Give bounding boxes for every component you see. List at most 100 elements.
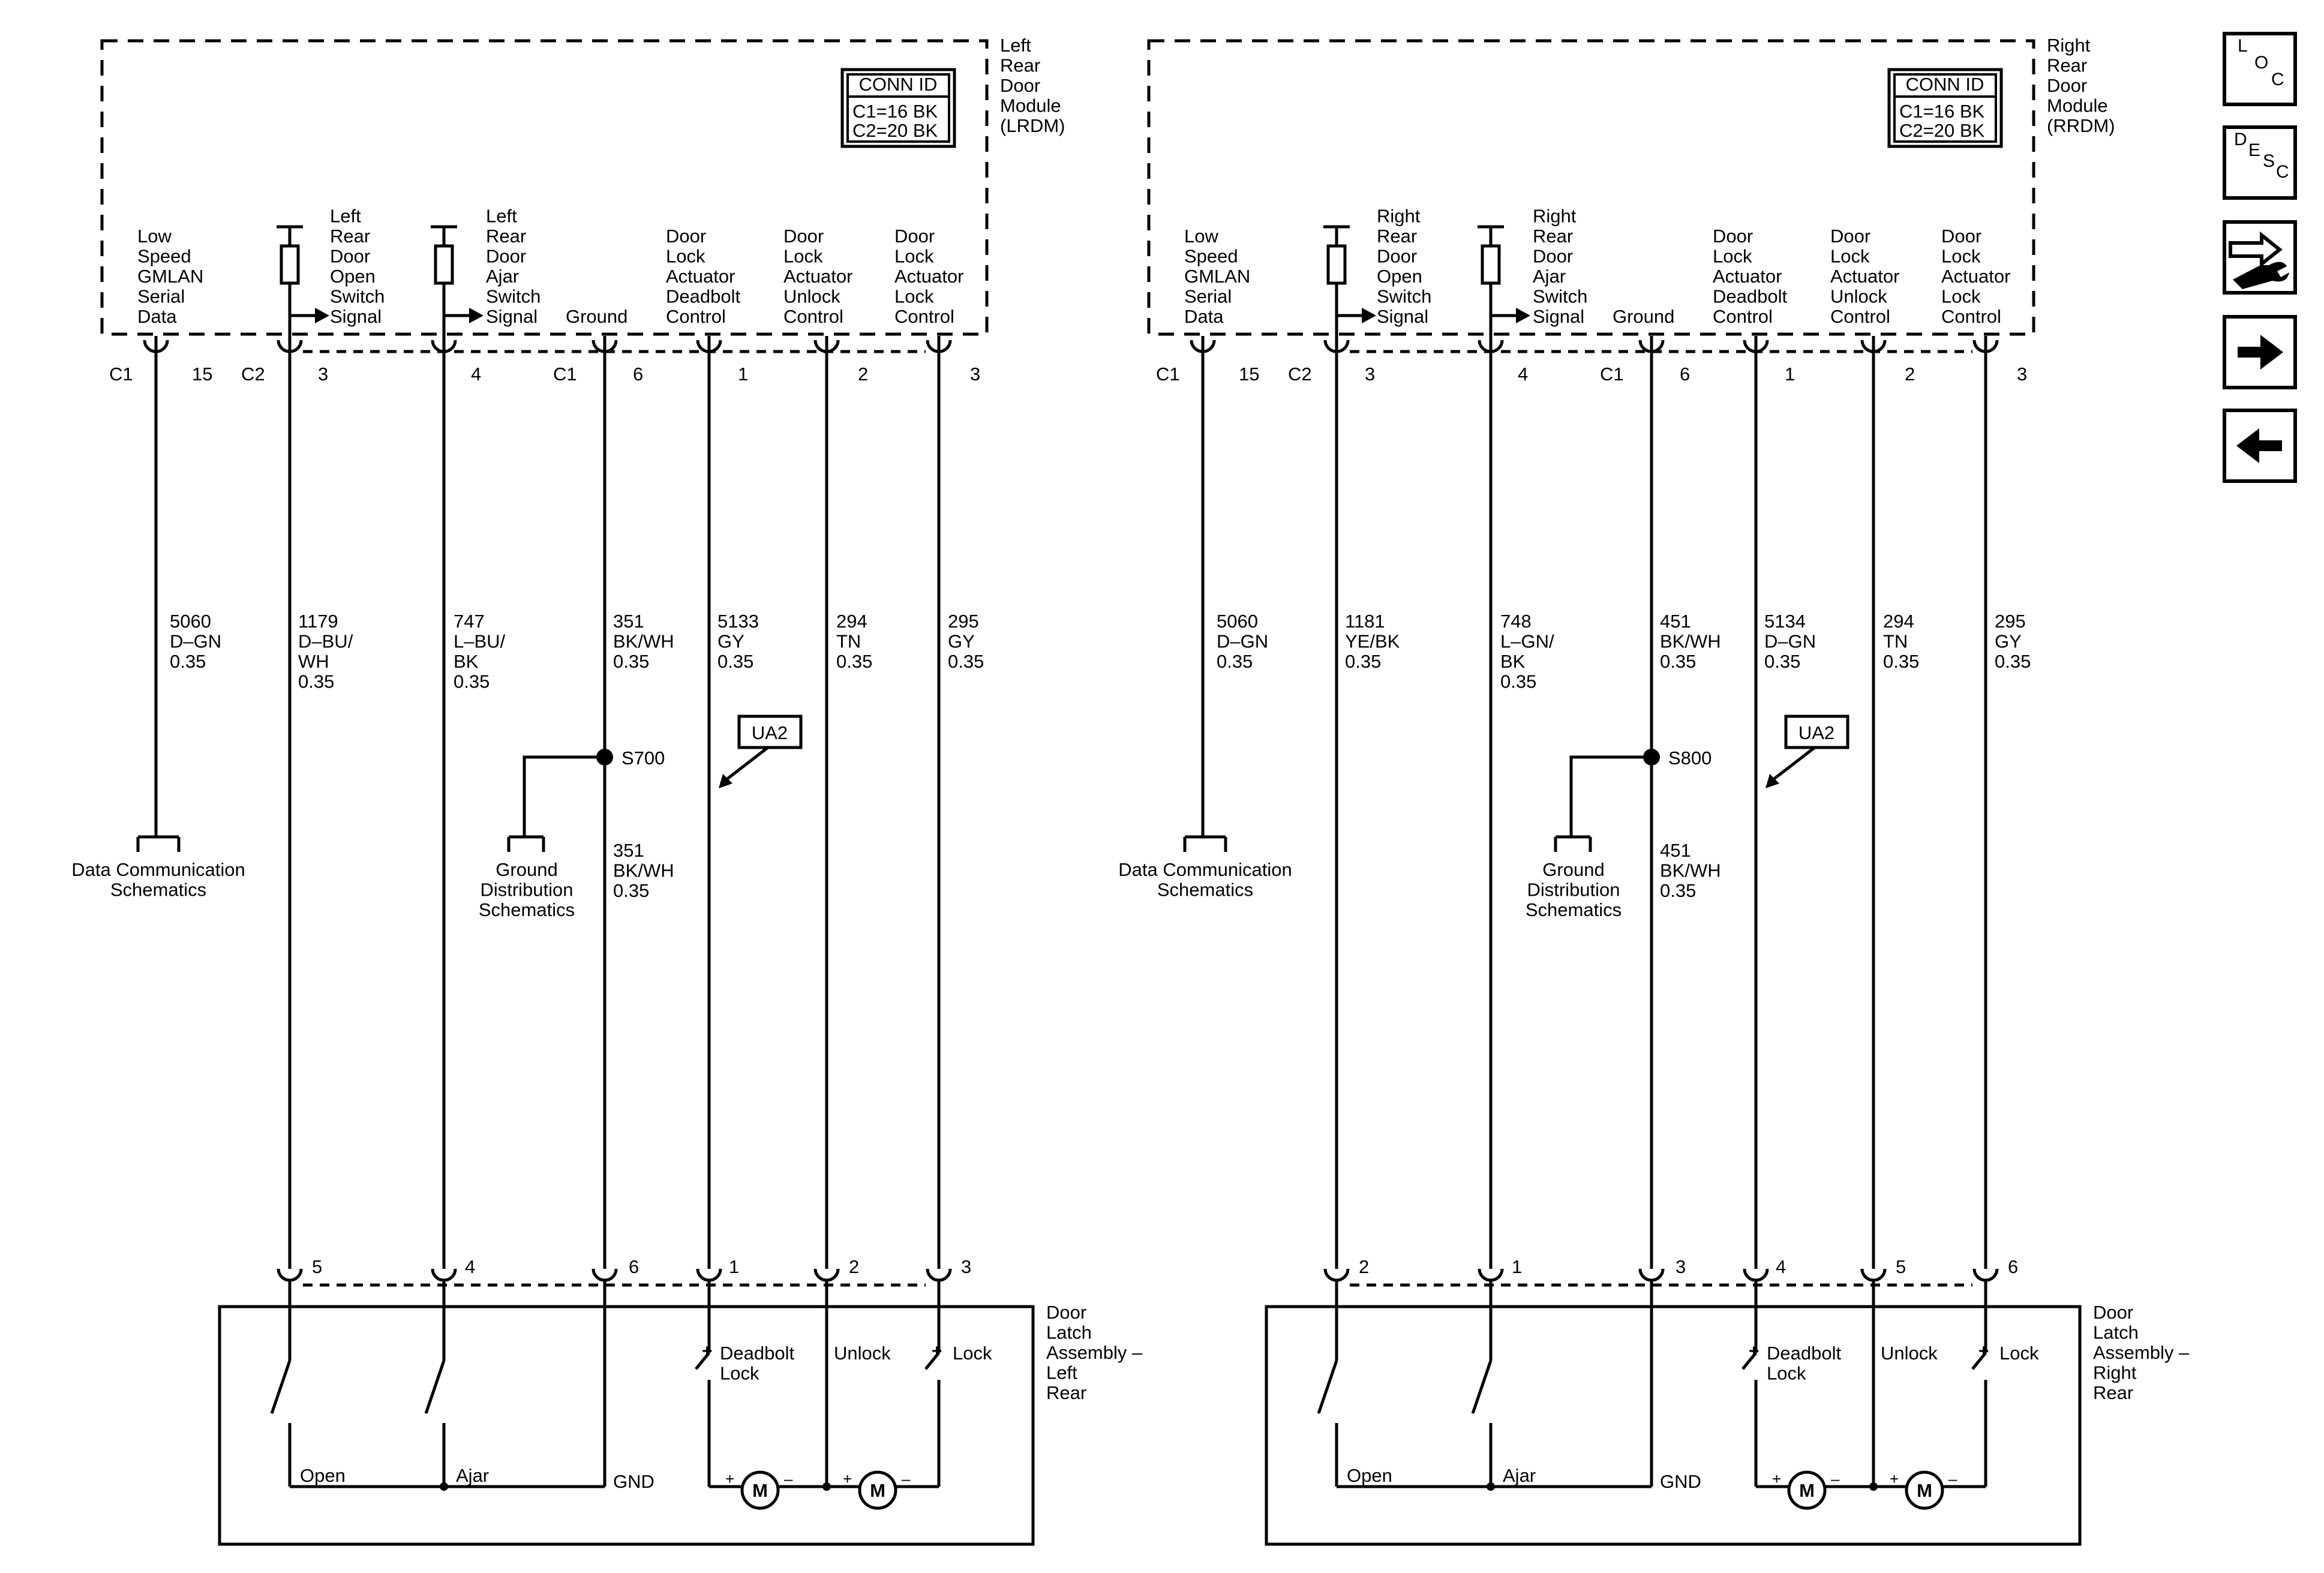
latch-connector-cavity [591,1268,618,1282]
module-label-line: (LRDM) [1000,115,1065,136]
motor-icon [740,1470,780,1510]
terminal-label-5-line: Lock [666,246,705,267]
module-label-line: Door [2047,75,2087,96]
icon-letter: O [2254,53,2268,73]
module-pin-number: 1 [1785,364,1795,385]
loc-button[interactable]: LOC [2223,32,2297,106]
wire-label-7-line: 295 [948,611,979,632]
wire-label-2-line: WH [298,651,329,672]
latch-connector-cavity [696,1268,722,1282]
latch-label-line: Door [1046,1302,1086,1323]
module-label-line: Module [2047,95,2108,116]
ground-ref-text-line: Schematics [479,899,575,920]
lock-motor: M+– [1890,1470,1957,1510]
wire-label-4-line: BK/WH [1660,631,1721,652]
ajar-signal-pullup [1478,225,1530,336]
sidebar-button-frame [2223,409,2297,483]
module-pin-number: 3 [970,364,980,385]
terminal-label-3-line: Right [1533,206,1577,227]
terminal-label-5-line: Deadbolt [666,286,740,307]
open-signal-pullup [1323,225,1376,336]
terminal-label-7-line: Actuator [894,266,963,287]
wire-label-4-line: 0.35 [613,651,649,672]
wire-label-2-line: 1179 [298,611,338,632]
terminal-label-7-line: Control [894,306,954,327]
wire-label-4-line: 351 [613,611,644,632]
terminal-label-2-line: Right [1377,206,1421,227]
next-page-button[interactable] [2223,315,2297,389]
actuator-mark: + [702,1341,713,1361]
latch-box [218,1305,1035,1546]
module-connector-id: C2 [1288,364,1312,385]
wire-label-6-line: 294 [1883,611,1914,632]
terminal-label-1-line: Speed [137,246,191,267]
latch-pin-number: 1 [1512,1256,1522,1277]
module-connector-id: C1 [553,364,577,385]
terminal-label-2-line: Open [1377,266,1422,287]
module-connector-id: C2 [241,364,265,385]
latch-pin-number: 4 [1776,1256,1786,1277]
motor-minus: – [1948,1470,1957,1488]
motor-icon [858,1470,897,1510]
latch-label-line: Right [2093,1362,2137,1383]
connector-wrench-icon [2229,231,2289,289]
latch-label-line: Latch [1046,1322,1092,1343]
terminal-label-6-line: Unlock [783,286,840,307]
terminal-label-3-line: Switch [1533,286,1587,307]
resistor-icon [1326,244,1347,285]
open-switch-label: Open [1347,1465,1392,1486]
actuator-mark: + [1749,1341,1759,1361]
motor-label: M [1799,1480,1815,1501]
terminal-label-3-line: Door [1533,246,1573,267]
wire-label-2-line: 0.35 [1345,651,1381,672]
module-pin-number: 15 [192,364,212,385]
loc-icon: LOC [2238,36,2284,89]
latch-connector-cavity [431,1268,457,1282]
terminal-label-5-line: Lock [1713,246,1752,267]
connector-tool-button[interactable] [2223,220,2297,295]
splice-wire-label-line: 0.35 [613,880,649,901]
prev-page-button[interactable] [2223,409,2297,483]
terminal-label-5-line: Deadbolt [1713,286,1787,307]
splice-wire-label-line: BK/WH [613,860,674,881]
ajar-switch-label: Ajar [1503,1465,1536,1486]
wire-label-1-line: 0.35 [170,651,206,672]
signal-arrow-icon [315,308,329,323]
wire-label-5-line: 5134 [1764,611,1806,632]
splice: S700GroundDistributionSchematics351BK/WH… [479,748,674,920]
data-ref-text-line: Data Communication [71,859,245,880]
latch-connector-cavity [1323,1268,1350,1282]
motor-icon [1787,1470,1827,1510]
terminal-label-3-line: Rear [486,226,526,247]
signal-arrow-icon [1362,308,1376,323]
wire-label-2-line: YE/BK [1345,631,1400,652]
wire-label-3-line: L–GN/ [1500,631,1554,652]
lock-blade [924,1352,940,1370]
icon-letter: E [2248,140,2260,160]
latch-connector-cavity [1478,1268,1504,1282]
wire-label-6-line: 0.35 [836,651,872,672]
terminal-label-6-line: Unlock [1830,286,1887,307]
motor-plus: + [1890,1470,1899,1488]
wire-label-2-line: D–BU/ [298,631,353,652]
ground-ref-text-line: Schematics [1526,899,1622,920]
terminal-label-6-line: Control [783,306,843,327]
ground-ref-text-line: Distribution [480,879,573,900]
motor-minus: – [784,1470,793,1488]
module-label-line: Left [1000,35,1031,56]
terminal-label-3-line: Ajar [1533,266,1566,287]
wire-label-1-line: D–GN [170,631,221,652]
resistor-icon [434,244,454,285]
module-pin-number: 6 [1680,364,1690,385]
